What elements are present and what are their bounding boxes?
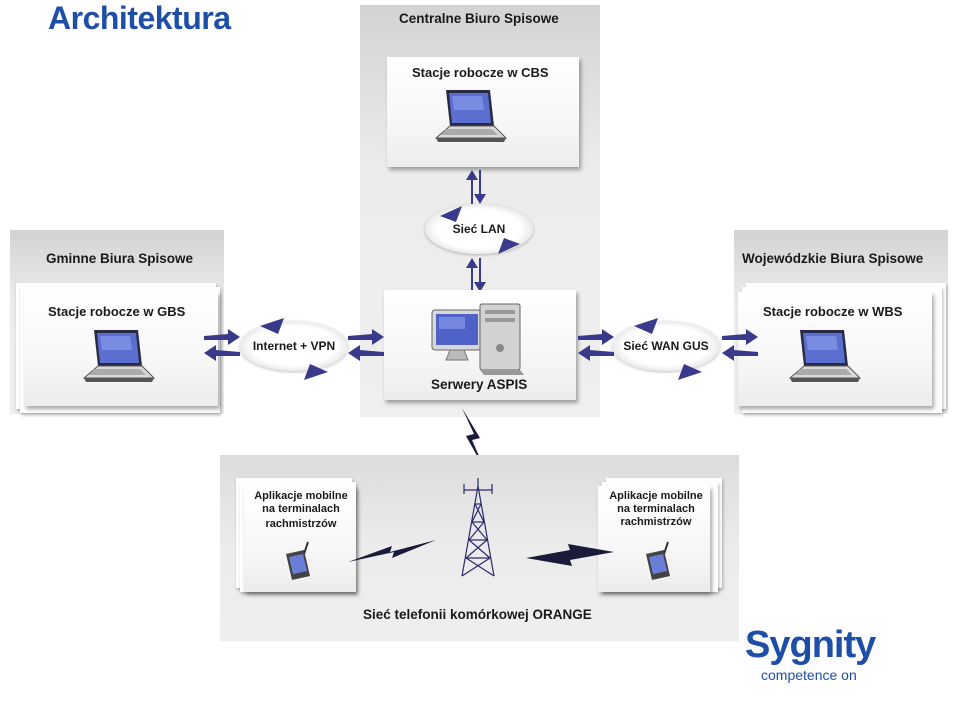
sygnity-logo: Sygnity competence on — [745, 625, 905, 695]
cbs-workstations-label: Stacje robocze w CBS — [412, 65, 549, 80]
laptop-icon — [434, 90, 508, 142]
lightning-bolt-icon — [526, 544, 614, 566]
connection-arrows-icon — [204, 318, 384, 380]
bidirectional-arrow-icon — [466, 258, 486, 292]
lan-label: Sieć LAN — [452, 222, 506, 236]
internet-vpn-oval: Internet + VPN — [240, 321, 348, 371]
page-title: Architektura — [48, 0, 231, 36]
mobile-label-line: rachmistrzów — [265, 518, 337, 530]
mobile-label-line: na terminalach — [617, 503, 695, 515]
internet-vpn-label: Internet + VPN — [252, 339, 336, 353]
mobile-label-line: rachmistrzów — [620, 516, 692, 528]
handheld-terminal-icon — [646, 541, 670, 580]
laptop-icon-cbs — [434, 90, 508, 142]
wbs-workstations-label: Stacje robocze w WBS — [763, 304, 903, 319]
laptop-icon — [82, 330, 156, 382]
regional-offices-heading: Wojewódzkie Biura Spisowe — [742, 251, 924, 266]
lightning-bolt-icon — [348, 540, 436, 562]
logo-brand: Sygnity — [745, 624, 876, 666]
laptop-icon — [788, 330, 862, 382]
mobile-network-label: Sieć telefonii komórkowej ORANGE — [363, 607, 592, 622]
connection-arrows-icon — [578, 318, 758, 380]
central-office-heading: Centralne Biuro Spisowe — [399, 11, 559, 26]
laptop-icon-gbs — [82, 330, 156, 382]
mobile-label-left: Aplikacje mobilne na terminalach rachmis… — [246, 490, 356, 531]
circular-arrows-icon — [440, 206, 520, 254]
laptop-icon-wbs — [788, 330, 862, 382]
mobile-label-line: Aplikacje mobilne — [609, 490, 703, 502]
server-workstation-icon — [431, 303, 524, 375]
logo-tagline: competence on — [761, 667, 857, 683]
wan-gus-label: Sieć WAN GUS — [623, 339, 709, 353]
aspis-servers-label: Serwery ASPIS — [431, 377, 528, 392]
wan-gus-oval: Sieć WAN GUS — [612, 321, 720, 371]
bidirectional-arrow-icon — [466, 170, 486, 204]
gbs-workstations-label: Stacje robocze w GBS — [48, 304, 186, 319]
mobile-label-line: Aplikacje mobilne — [254, 490, 348, 502]
server-icon — [431, 303, 524, 375]
handheld-terminal-icon — [286, 541, 310, 580]
cell-tower-icon — [461, 478, 495, 577]
municipal-offices-heading: Gminne Biura Spisowe — [46, 251, 194, 266]
mobile-label-line: na terminalach — [262, 503, 340, 515]
mobile-label-right: Aplikacje mobilne na terminalach rachmis… — [601, 490, 711, 529]
